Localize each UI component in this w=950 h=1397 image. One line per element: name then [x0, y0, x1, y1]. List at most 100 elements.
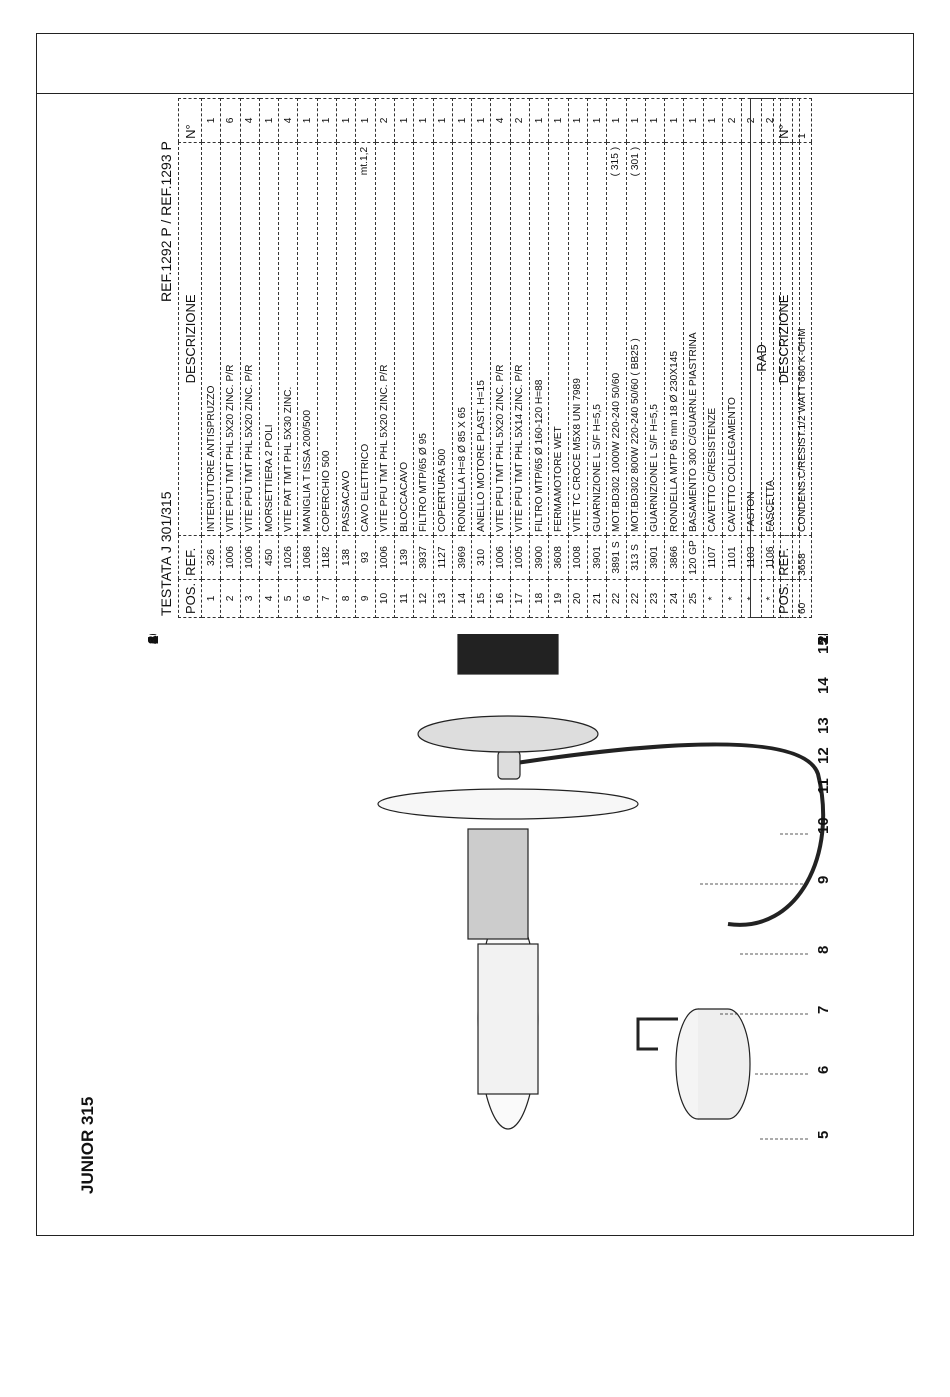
- row-qty: 1: [683, 98, 704, 143]
- parts-table-block: TESTATA J 301/315 REF.1292 P / REF.1293 …: [154, 98, 800, 618]
- row-desc-text: VITE PFU TMT PHL 5X20 ZINC. P/R: [379, 364, 391, 532]
- row-ref: 1005: [510, 535, 530, 580]
- row-ref: 1008: [568, 535, 588, 580]
- row-ref: 3901: [587, 535, 607, 580]
- row-desc: FILTRO MTP/65 Ø 160-120 H=88: [529, 142, 549, 536]
- row-desc-text: CAVO ELETTRICO: [360, 443, 372, 532]
- row-pos: 11: [394, 579, 414, 618]
- handle: [636, 1017, 678, 1051]
- motor-cover-body: [477, 943, 539, 1095]
- row-pos: 23: [645, 579, 665, 618]
- row-pos: 20: [568, 579, 588, 618]
- rotated-sheet: JUNIOR 315: [38, 94, 914, 1234]
- callout-18: 18: [815, 634, 832, 644]
- callout-25: 25: [815, 634, 832, 644]
- row-qty: 1: [452, 98, 472, 143]
- row-ref: 1107: [703, 535, 723, 580]
- row-desc: COPERCHIO 500: [317, 142, 337, 536]
- row-pos: *: [722, 579, 742, 618]
- row-pos: 9: [355, 579, 376, 618]
- row-desc: MOT.BD302 1000W 220-240 50/60( 315 ): [606, 142, 627, 536]
- cable-plug: [497, 750, 521, 780]
- row-desc-text: VITE PFU TMT PHL 5X20 ZINC. P/R: [495, 364, 507, 532]
- rad-col-ref: REF.: [773, 535, 793, 580]
- row-pos: 4: [259, 579, 279, 618]
- page-frame: [36, 33, 914, 1236]
- row-pos: 18: [529, 579, 549, 618]
- row-pos: 8: [336, 579, 356, 618]
- row-qty: 1: [606, 98, 627, 143]
- row-ref: 138: [336, 535, 356, 580]
- row-pos: 14: [452, 579, 472, 618]
- rad-table-title: RAD: [750, 98, 773, 618]
- row-desc: VITE PFU TMT PHL 5X20 ZINC. P/R: [240, 142, 260, 536]
- row-ref: 1006: [220, 535, 241, 580]
- row-pos: 22: [606, 579, 627, 618]
- col-ref: REF.: [178, 535, 202, 580]
- parts-table-header: POS. REF. DESCRIZIONE N°: [178, 98, 202, 618]
- callout-17: 17: [815, 634, 832, 644]
- row-pos: 21: [587, 579, 607, 618]
- row-ref: 3608: [548, 535, 569, 580]
- row-ref: 310: [471, 535, 491, 580]
- row-desc-text: GUARNIZIONE L S/F H=5,5: [591, 404, 603, 532]
- row-ref: 139: [394, 535, 414, 580]
- callout-60: 60: [145, 634, 162, 644]
- row-pos: 2: [220, 579, 241, 618]
- row-desc: MANIGLIA T ISSA 200/500: [297, 142, 318, 536]
- parts-title-left: TESTATA J 301/315: [158, 491, 174, 616]
- row-desc: BASAMENTO 300 C/GUARN.E PIASTRINA: [683, 142, 704, 536]
- rad-col-desc: DESCRIZIONE: [773, 142, 793, 536]
- row-desc: PASSACAVO: [336, 142, 356, 536]
- row-qty: 1: [471, 98, 491, 143]
- row-desc: VITE PFU TMT PHL 5X20 ZINC. P/R: [220, 142, 241, 536]
- rad-col-pos: POS.: [773, 579, 793, 618]
- rad-col-qty: N°: [773, 98, 793, 143]
- row-pos: 10: [375, 579, 395, 618]
- row-desc: CAVETTO COLLEGAMENTO: [722, 142, 742, 536]
- callout-20: 20: [815, 634, 832, 644]
- row-qty: 2: [375, 98, 395, 143]
- row-desc: GUARNIZIONE L S/F H=5,5: [645, 142, 665, 536]
- row-desc: VITE TC CROCE M5X8 UNI 7989: [568, 142, 588, 536]
- callout-12: 12: [815, 747, 832, 764]
- rad-row-qty: 1: [792, 98, 812, 143]
- rad-row-ref: 3658: [792, 535, 812, 580]
- row-ref: 1006: [490, 535, 511, 580]
- filter: [467, 828, 529, 940]
- row-ref: 3901: [645, 535, 665, 580]
- callout-21: 21: [815, 634, 832, 644]
- row-ref: 1127: [433, 535, 453, 580]
- row-pos: 6: [297, 579, 318, 618]
- row-desc-text: COPERTURA 500: [437, 448, 449, 532]
- row-desc: MORSETTIERA 2 POLI: [259, 142, 279, 536]
- row-qty: 1: [703, 98, 723, 143]
- row-qty: 4: [490, 98, 511, 143]
- row-pos: 1: [201, 579, 221, 618]
- rad-row-pos: 60: [792, 579, 812, 618]
- exploded-drawing: 5678910111213141516171819202122232425432…: [145, 634, 832, 1140]
- row-qty: 1: [626, 98, 646, 143]
- row-desc-text: VITE TC CROCE M5X8 UNI 7989: [572, 378, 584, 532]
- rad-table-header: POS. REF. DESCRIZIONE N°: [773, 98, 793, 618]
- row-desc-text: BASAMENTO 300 C/GUARN.E PIASTRINA: [688, 332, 700, 532]
- row-ref: 1006: [375, 535, 395, 580]
- row-desc-text: VITE PAT TMT PHL 5X30 ZINC.: [282, 386, 294, 532]
